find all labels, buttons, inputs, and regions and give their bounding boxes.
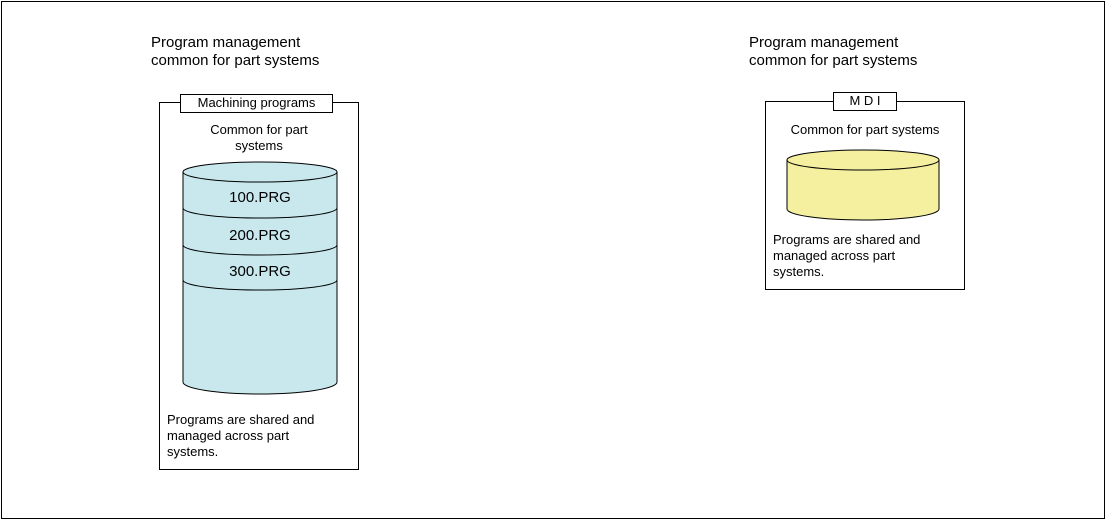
segment-divider xyxy=(182,244,338,256)
left-subtitle: Common for part systems xyxy=(210,122,308,153)
program-file-100: 100.PRG xyxy=(229,189,291,206)
mdi-cylinder xyxy=(786,149,940,221)
cylinder-body xyxy=(182,172,338,395)
program-file-200: 200.PRG xyxy=(229,227,291,244)
right-footer: Programs are shared and managed across p… xyxy=(773,232,921,279)
left-footer: Programs are shared and managed across p… xyxy=(167,412,315,459)
right-subtitle: Common for part systems xyxy=(790,122,940,137)
cylinder-body xyxy=(786,160,940,221)
mdi-title: M D I xyxy=(833,92,897,111)
machining-programs-cylinder xyxy=(182,161,338,395)
cylinder-top xyxy=(786,149,940,171)
cylinder-top xyxy=(182,161,338,183)
segment-divider xyxy=(182,279,338,291)
right-heading: Program management common for part syste… xyxy=(749,34,918,69)
program-file-300: 300.PRG xyxy=(229,263,291,280)
left-heading: Program management common for part syste… xyxy=(151,34,320,69)
segment-divider xyxy=(182,207,338,219)
machining-programs-title: Machining programs xyxy=(180,94,333,113)
